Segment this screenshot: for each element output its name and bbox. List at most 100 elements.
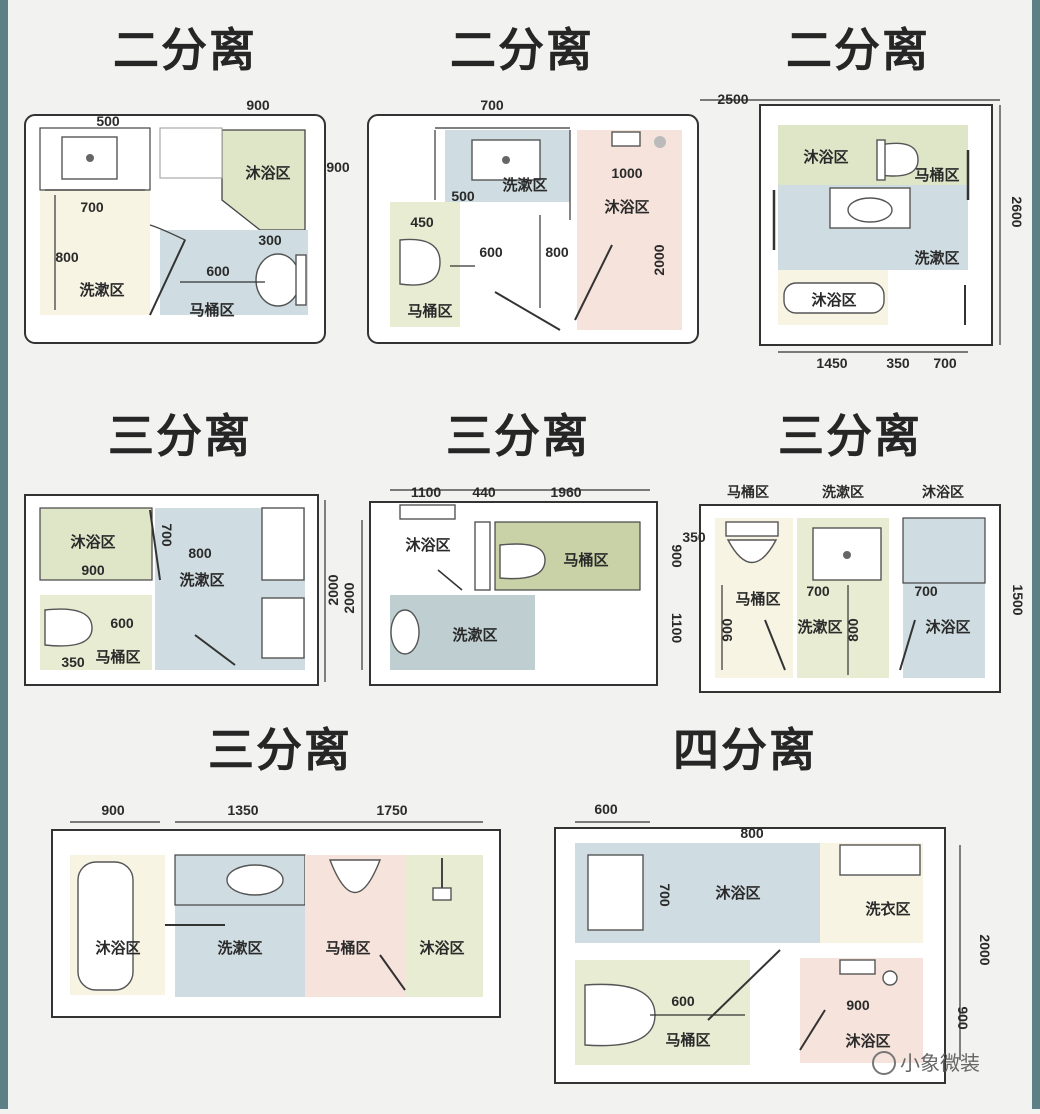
plan2-entry-door: [494, 291, 561, 331]
plan-2: 700 500 450 600 800 1000 2000 洗漱区 沐浴区 马桶…: [367, 97, 699, 344]
plan8-dim-900-vertical: 900: [955, 1006, 971, 1030]
plan-3: 2500 2600 1450 350 700 沐浴区 马桶区 洗漱区 沐浴区: [700, 91, 1025, 371]
plan6-door-right: [899, 619, 916, 671]
plan5-label-shower: 沐浴区: [405, 536, 450, 554]
plan1-cabinet: [159, 127, 223, 179]
plan5-dim-900: 900: [669, 544, 685, 568]
plan2-drain-icon: [502, 156, 510, 164]
plan2-dim-1000: 1000: [611, 165, 642, 181]
plan5-dim-2000: 2000: [341, 582, 357, 613]
plan6-dim-700a: 700: [806, 583, 830, 599]
plan2-label-wash: 洗漱区: [502, 176, 547, 194]
plan4-dim-2000: 2000: [325, 574, 341, 605]
plan5-shelf: [399, 504, 456, 520]
plan7-showerhead-icon: [432, 887, 452, 901]
plan1-label-shower: 沐浴区: [245, 164, 290, 182]
plan3-label-shower: 沐浴区: [803, 148, 848, 166]
plan8-dim-800: 800: [740, 825, 764, 841]
plan5-toilet-icon: [499, 543, 546, 580]
plan6-header-toilet: 马桶区: [727, 484, 769, 500]
plan7-dim-1350: 1350: [227, 802, 258, 818]
plan7-door: [379, 954, 406, 991]
plan8-tap: [839, 959, 876, 975]
plan8-dim-600: 600: [594, 801, 618, 817]
plan2-dim-450: 450: [410, 214, 434, 230]
title-plan1: 二分离: [113, 24, 257, 76]
plan1-label-toilet: 马桶区: [189, 301, 234, 319]
plan6-dim-700b: 700: [914, 583, 938, 599]
plan6-dim-350: 350: [682, 529, 706, 545]
plan2-dim-2000: 2000: [651, 244, 667, 275]
plan1-dim-800: 800: [55, 249, 79, 265]
plan7-label-shower2: 沐浴区: [419, 939, 464, 957]
plan4-door: [194, 634, 236, 666]
plan5-dim-1100-vertical: 1100: [669, 613, 685, 644]
plan7-sink: [226, 864, 284, 896]
plan-4: 700 800 900 600 350 2000 沐浴区 洗漱区 马桶区: [24, 494, 341, 686]
plan2-shower-zone: [577, 130, 682, 330]
plan-5: 1100 440 1960 900 1100 2000 沐浴区 马桶区 洗漱区: [341, 484, 685, 686]
right-border: [1032, 0, 1040, 1109]
plan1-dim-900: 900: [246, 97, 270, 113]
plan5-label-toilet: 马桶区: [563, 551, 608, 569]
title-plan4: 三分离: [108, 410, 252, 462]
plan7-label-shower1: 沐浴区: [95, 939, 140, 957]
plan-1: 500 900 900 700 800 300 600 沐浴区 洗漱区 马桶区: [24, 97, 350, 344]
plan4-dim-700: 700: [159, 523, 175, 547]
plan7-label-toilet: 马桶区: [325, 939, 370, 957]
plan4-label-shower: 沐浴区: [70, 533, 115, 551]
plan8-shower-door: [799, 1009, 826, 1051]
plan2-label-shower: 沐浴区: [604, 198, 649, 216]
plan3-dim-2600: 2600: [1009, 196, 1025, 227]
plan7-toilet-icon: [328, 859, 382, 893]
plan4-dim-600: 600: [110, 615, 134, 631]
plan3-top-zone: [778, 125, 968, 185]
plan2-dim-500: 500: [451, 188, 475, 204]
plan4-shower-zone: [39, 507, 153, 581]
plan2-shower-door: [574, 244, 613, 321]
plan4-dim-800: 800: [188, 545, 212, 561]
plan6-dim-900: 900: [719, 618, 735, 642]
plan4-sink-bottom: [261, 597, 305, 659]
plan6-toilet-tank: [725, 521, 779, 537]
plan4-dim-900: 900: [81, 562, 105, 578]
plan2-dim-600: 600: [479, 244, 503, 260]
plan-8: 600 800 700 2000 900 900 600 沐浴区 洗衣区 马桶区…: [554, 801, 993, 1084]
plan4-label-toilet: 马桶区: [95, 648, 140, 666]
plan3-dim-700: 700: [933, 355, 957, 371]
plan1-dim-900-vertical: 900: [326, 159, 350, 175]
plan4-sink-top: [261, 507, 305, 581]
plan5-shower-glass: [437, 569, 463, 591]
plan3-dim-2500: 2500: [717, 91, 748, 107]
plan4-shower-glass: [149, 509, 161, 581]
plan6-shower-tray: [902, 517, 986, 584]
title-plan3: 二分离: [786, 24, 930, 76]
plan3-dim-350: 350: [886, 355, 910, 371]
plan5-label-wash: 洗漱区: [452, 626, 497, 644]
plan1-door-swing: [149, 224, 186, 316]
watermark-logo-icon: [872, 1051, 896, 1075]
plan-6: 马桶区 洗漱区 沐浴区 350 700 700 900 800 1500 马桶区…: [682, 484, 1026, 693]
plan6-door-left: [764, 619, 786, 671]
title-plan6: 三分离: [778, 410, 922, 462]
plan8-showerhead-icon: [882, 970, 898, 986]
plan3-dim-1450: 1450: [816, 355, 847, 371]
plan1-toilet-tank: [295, 254, 307, 306]
plan7-dim-1750: 1750: [376, 802, 407, 818]
plan-7: 900 1350 1750 沐浴区 洗漱区 马桶区 沐浴区: [51, 802, 501, 1018]
plan7-bathtub: [77, 861, 134, 991]
plan1-door: [149, 239, 186, 316]
plan3-sink: [847, 197, 893, 223]
plan2-toilet-icon: [399, 238, 441, 286]
plan8-label-shower2: 沐浴区: [845, 1032, 890, 1050]
plan1-drain-icon: [86, 154, 94, 162]
watermark: 小象微装: [872, 1051, 980, 1075]
plan5-dim-440: 440: [472, 484, 496, 500]
plan8-shower-tray: [587, 854, 644, 931]
plan6-label-wash: 洗漱区: [797, 618, 842, 636]
title-plan8: 四分离: [673, 724, 817, 776]
plan8-label-laundry: 洗衣区: [865, 900, 910, 918]
plan5-partition: [474, 521, 491, 591]
plan1-dim-500: 500: [96, 113, 120, 129]
